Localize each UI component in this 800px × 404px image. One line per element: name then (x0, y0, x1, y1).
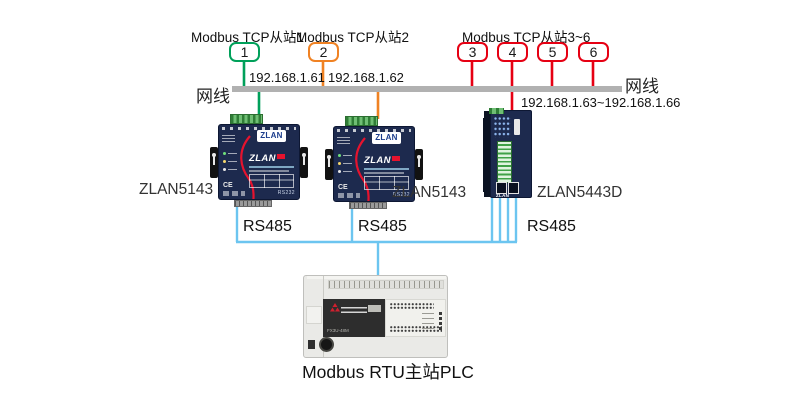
mounting-ear-icon (415, 149, 423, 180)
device-front-panel: ZLAN ZLAN CE RS232 (333, 126, 415, 202)
plc-model-label: FX3U-48M (327, 328, 349, 333)
modbus-rtu-plc-device: FX3U-48M (303, 275, 448, 358)
rs485-label-2: RS485 (358, 218, 407, 235)
plc-name-label: Modbus RTU主站PLC (302, 362, 474, 382)
led-grid-icon (494, 117, 511, 138)
slave-node-1: 1 (229, 42, 260, 62)
power-inlet-icon (308, 340, 315, 349)
spec-table-decoration (364, 176, 409, 190)
ip-address-2: 192.168.1.62 (328, 70, 404, 85)
zlan5143-device-1: ZLAN ZLAN CE RS232 (210, 114, 308, 207)
brand-red-mark (277, 154, 285, 159)
device3-name-label: ZLAN5443D (537, 184, 623, 201)
slave-group3-label: Modbus TCP从站3~6 (462, 30, 591, 45)
device2-name-label: ZLAN5143 (392, 184, 467, 201)
spec-text-decoration (337, 135, 350, 144)
device-front-panel: ZLAN ZLAN CE RS232 (218, 124, 300, 200)
terminal-block-icon (230, 114, 263, 124)
rs485-label-3: RS485 (527, 218, 576, 235)
rs232-port-label: RS232 (277, 190, 295, 196)
ce-mark: CE (223, 182, 233, 189)
label-strip-decoration (514, 119, 520, 135)
mounting-ear-icon (210, 147, 218, 178)
db9-connector-icon (234, 200, 272, 207)
brand-red-mark (392, 156, 400, 161)
slave-node-3: 3 (457, 42, 488, 62)
slave-group1-label: Modbus TCP从站1 (191, 30, 305, 45)
slave-node-5: 5 (537, 42, 568, 62)
port-labels-decoration (222, 127, 296, 130)
zlan-brand-text: ZLAN (249, 153, 276, 164)
spec-text-decoration (222, 133, 235, 142)
io-led-row (390, 326, 442, 333)
device1-name-label: ZLAN5143 (139, 181, 214, 198)
slave-node-2: 2 (308, 42, 339, 62)
mounting-ear-icon (325, 149, 333, 180)
ethernet-port-icon (508, 182, 519, 194)
din-rail-mount-icon (483, 118, 491, 192)
slave-node-6: 6 (578, 42, 609, 62)
cable-label-left: 网线 (196, 87, 230, 106)
ethernet-cable-bar (232, 86, 622, 92)
db9-connector-icon (349, 202, 387, 209)
mitsubishi-logo-icon (330, 303, 340, 312)
round-connector-icon (319, 337, 334, 352)
zlan5443d-device: ZLAN (483, 108, 532, 200)
terminal-block-icon (489, 108, 504, 114)
io-led-row (390, 303, 434, 310)
terminal-strip-icon (497, 141, 512, 183)
ip-address-1: 192.168.1.61 (249, 70, 325, 85)
panel-chip-decoration (368, 305, 381, 312)
zlan-logo-text: ZLAN (496, 193, 510, 198)
ip-address-range: 192.168.1.63~192.168.1.66 (521, 95, 681, 110)
plc-io-panel (385, 299, 446, 337)
rs485-label-1: RS485 (243, 218, 292, 235)
zlan-logo-badge: ZLAN (257, 130, 286, 142)
zlan-brand-text: ZLAN (364, 155, 391, 166)
slave-group2-label: Modbus TCP从站2 (296, 30, 410, 45)
cable-label-right: 网线 (625, 77, 659, 96)
brand-text-decoration (341, 305, 367, 313)
ethernet-port-icon (496, 182, 507, 194)
plc-brand-panel: FX3U-48M (323, 299, 385, 337)
rs232-port-label: RS232 (392, 192, 410, 198)
mounting-ear-icon (300, 147, 308, 178)
port-labels-decoration (337, 129, 411, 132)
slave-node-4: 4 (497, 42, 528, 62)
plc-terminal-strip-icon (328, 280, 444, 289)
terminal-block-icon (345, 116, 378, 126)
spec-table-decoration (249, 174, 294, 188)
zlan5143-device-2: ZLAN ZLAN CE RS232 (325, 116, 423, 209)
zlan-logo-badge: ZLAN (372, 132, 401, 144)
ce-mark: CE (338, 184, 348, 191)
